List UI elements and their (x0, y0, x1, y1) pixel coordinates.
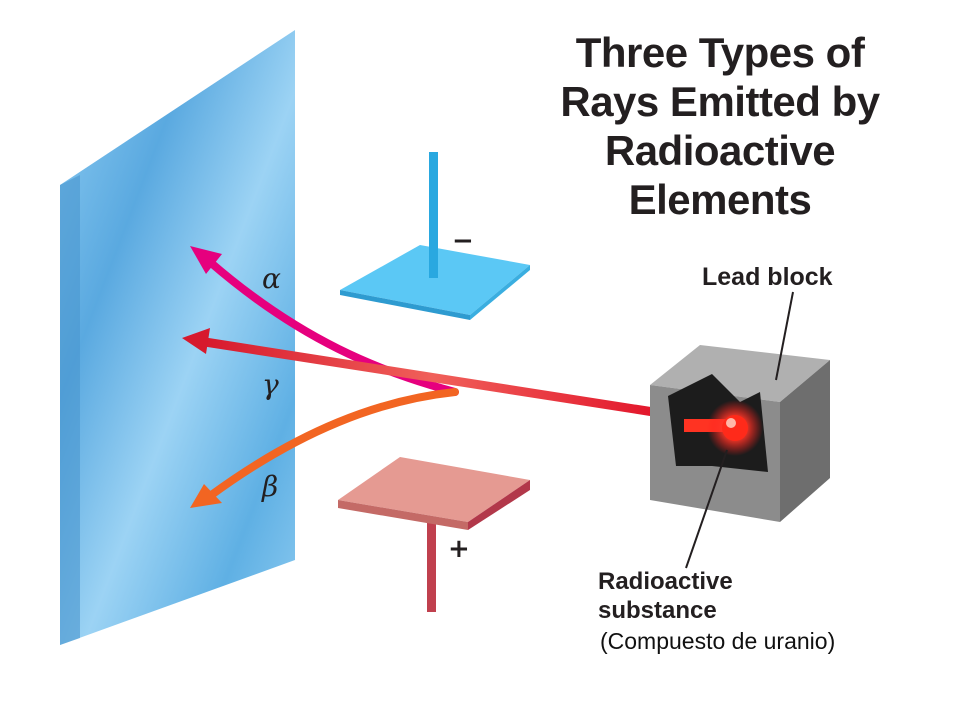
gamma-ray (200, 337, 665, 418)
alpha-label: α (262, 262, 281, 295)
compound-label: (Compuesto de uranio) (600, 628, 836, 654)
beta-ray (206, 388, 459, 500)
substance-label-line: Radioactive (598, 568, 733, 595)
radioactive-substance-label: Radioactive substance (598, 567, 733, 625)
gamma-arrowhead (182, 328, 210, 354)
title-line: Radioactive (604, 127, 836, 174)
alpha-ray (206, 258, 459, 396)
substance-label-line: substance (598, 597, 717, 624)
negative-plate (340, 152, 530, 320)
substance-leader-line (685, 449, 728, 569)
lead-block (650, 345, 830, 522)
title-line: Three Types of (575, 29, 865, 76)
radioactive-source (722, 415, 748, 441)
lead-block-leader-line (775, 291, 794, 381)
detector-screen (60, 30, 295, 645)
title-line: Elements (628, 176, 812, 223)
alpha-arrowhead (190, 246, 222, 274)
positive-plate (338, 457, 530, 612)
ray-paths (182, 246, 665, 508)
gamma-label: γ (262, 368, 279, 401)
lead-block-label: Lead block (702, 263, 833, 291)
negative-sign: − (452, 226, 474, 256)
diagram-title: Three Types of Rays Emitted by Radioacti… (520, 28, 920, 224)
beta-arrowhead (190, 484, 222, 508)
positive-sign: + (448, 534, 470, 564)
title-line: Rays Emitted by (560, 78, 880, 125)
beta-label: β (262, 470, 279, 503)
